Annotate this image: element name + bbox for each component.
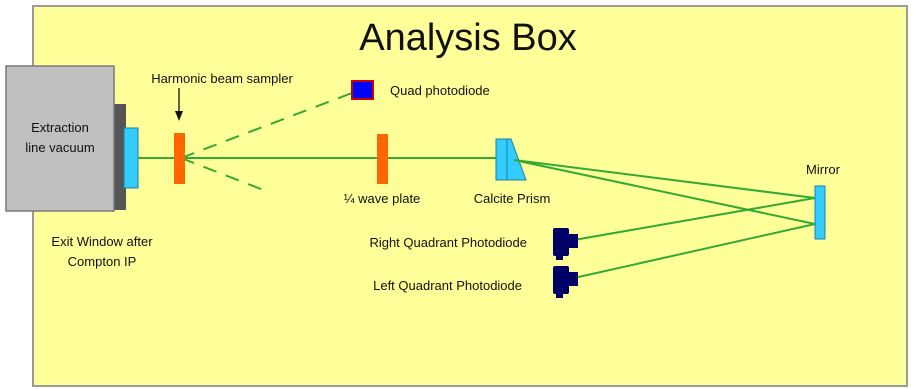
exit-window — [123, 127, 139, 189]
mirror — [814, 185, 826, 240]
mirror-beam-to-right-diode — [573, 197, 816, 241]
right-photodiode-icon — [553, 228, 578, 260]
exit-window-label-line1: Exit Window after — [51, 234, 153, 249]
calcite-prism-left — [495, 138, 508, 181]
extraction-vacuum-block — [5, 65, 115, 212]
prism-beam-lower — [513, 159, 816, 225]
analysis-box — [32, 5, 908, 387]
left-quadrant-label: Left Quadrant Photodiode — [373, 278, 522, 293]
extraction-label-line2: line vacuum — [25, 140, 94, 155]
wave-plate-label: ¼ wave plate — [344, 191, 421, 206]
calcite-prism-label: Calcite Prism — [474, 191, 551, 206]
left-photodiode-icon — [553, 266, 578, 298]
quarter-wave-plate — [377, 134, 388, 184]
diagram-title: Analysis Box — [359, 17, 577, 59]
harmonic-beam-sampler — [174, 133, 185, 184]
quad-photodiode-icon — [351, 80, 374, 100]
harmonic-sampler-label: Harmonic beam sampler — [151, 71, 293, 86]
mirror-label: Mirror — [806, 162, 841, 177]
sampled-beam-down — [180, 157, 267, 192]
quad-photodiode-label: Quad photodiode — [390, 83, 490, 98]
right-quadrant-label: Right Quadrant Photodiode — [369, 235, 527, 250]
prism-beam-upper — [513, 159, 816, 199]
vacuum-shadow — [113, 104, 126, 210]
exit-window-label-line2: Compton IP — [68, 254, 137, 269]
sampled-beam-up — [180, 92, 353, 159]
mirror-beam-to-left-diode — [573, 223, 816, 279]
extraction-label-line1: Extraction — [31, 120, 89, 135]
sampler-arrow-head — [175, 111, 183, 121]
